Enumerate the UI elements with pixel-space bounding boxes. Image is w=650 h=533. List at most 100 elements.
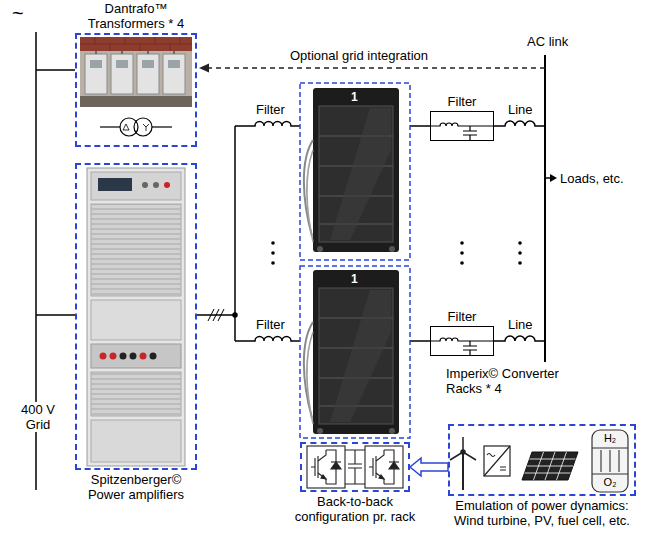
power-amplifier-cabinet [91, 204, 181, 296]
dc-link-capacitor [348, 450, 362, 484]
transformer-photo [111, 54, 133, 94]
converter-branch-wire [463, 126, 477, 140]
converter-rack-photo [317, 246, 323, 252]
optional-grid-link [199, 64, 209, 73]
converter-icon [484, 446, 510, 476]
continuation-dots [460, 251, 464, 255]
continuation-dots [271, 241, 275, 245]
transformer-photo [90, 60, 102, 68]
transformer-photo [137, 54, 159, 94]
transformer-photo [80, 96, 192, 107]
rack-outline [300, 266, 410, 438]
line-label: Line [508, 317, 533, 332]
converter-rack-photo [313, 88, 399, 252]
flow-arrow [410, 458, 448, 476]
power-amplifier-cabinet [91, 344, 181, 368]
power-amplifier-cabinet [100, 353, 107, 360]
converter-symbol [365, 446, 403, 488]
transformer-photo [80, 37, 192, 107]
power-amplifier-cabinet [130, 353, 137, 360]
transformer-photo [80, 37, 192, 51]
grid-bus [36, 314, 75, 316]
transformer-photo [116, 60, 128, 68]
converter-branch-wire [431, 123, 493, 126]
transformer-photo [168, 60, 180, 68]
dc-link-capacitor [345, 450, 365, 484]
ac-link-bus [550, 174, 557, 182]
continuation-dots [271, 261, 275, 265]
amplifier-group-box: Spitzenberger© Power amplifiers [75, 163, 197, 470]
converter-rack-photo [304, 270, 399, 434]
transformer-symbol [152, 126, 172, 127]
transformer-photo [80, 37, 192, 51]
power-amplifier-cabinet [91, 420, 181, 462]
wind-turbine-icon [450, 437, 476, 490]
converter-branch-wire [410, 125, 430, 127]
rack-caption: Imperix© Converter Racks * 4 [446, 366, 564, 396]
continuation-dots [518, 241, 522, 245]
filter-label: Filter [256, 317, 285, 332]
converter-icon [500, 467, 506, 470]
node-heading: Filter [430, 94, 494, 109]
power-amplifier-cabinet [87, 168, 185, 466]
converter-symbol [318, 450, 326, 484]
wind-turbine-icon [461, 450, 465, 454]
converter-branch-wire [235, 122, 300, 127]
ac-link-bus [544, 55, 546, 362]
line-label: Line [508, 102, 533, 117]
node-heading: Filter [430, 309, 494, 324]
converter-rack-photo [319, 106, 393, 242]
continuation-dots [460, 241, 464, 245]
transformer-photo [96, 51, 174, 54]
converter-symbol [307, 446, 345, 488]
converter-symbol [307, 446, 345, 488]
power-amplifier-cabinet [110, 353, 117, 360]
power-amplifier-cabinet [140, 353, 147, 360]
fuel-cell-icon [592, 430, 628, 492]
node-heading: Emulation of power dynamics: Wind turbin… [442, 498, 642, 528]
grid-label: 400 V Grid [15, 402, 61, 432]
transformer-symbol [143, 124, 149, 131]
transformer-photo [85, 54, 107, 94]
pv-panel-icon [522, 452, 578, 480]
lc-filter-box: Filter [430, 326, 494, 356]
power-amplifier-cabinet [98, 178, 132, 191]
rack-number: 1 [351, 90, 358, 105]
bus-label: AC link [527, 34, 568, 49]
feeder-wire [197, 126, 235, 341]
converter-icon [484, 446, 510, 476]
power-amplifier-cabinet [120, 353, 127, 360]
feeder-wire [233, 313, 237, 317]
converter-symbol [331, 461, 341, 462]
power-amplifier-cabinet [91, 372, 181, 416]
continuation-dots [271, 251, 275, 255]
converter-icon [487, 454, 495, 457]
converter-rack-photo [307, 150, 313, 242]
power-amplifier-cabinet [150, 353, 157, 360]
power-amplifier-cabinet [142, 182, 148, 188]
continuation-dots [518, 251, 522, 255]
ac-source-symbol: ~ [12, 2, 24, 24]
converter-icon [484, 446, 510, 476]
power-amplifier-cabinet [164, 182, 170, 188]
node-heading: Dantrafo™ Transformers * 4 [75, 1, 197, 31]
pv-panel-icon [522, 452, 578, 480]
link-label: Optional grid integration [290, 48, 428, 63]
transformer-photo [80, 37, 192, 107]
fuel-cell-icon [592, 430, 628, 492]
load-label: Loads, etc. [560, 171, 624, 186]
power-amplifier-cabinet [91, 300, 181, 340]
gas-label: O₂ [598, 476, 622, 489]
converter-symbol [321, 475, 326, 479]
wind-turbine-icon [450, 437, 476, 460]
node-heading: Spitzenberger© Power amplifiers [71, 472, 201, 502]
converter-branch-wire [494, 121, 545, 126]
fuel-cell-icon [592, 448, 628, 474]
feeder-wire [208, 309, 224, 321]
transformer-photo [142, 60, 154, 68]
rack-outline [300, 83, 410, 260]
